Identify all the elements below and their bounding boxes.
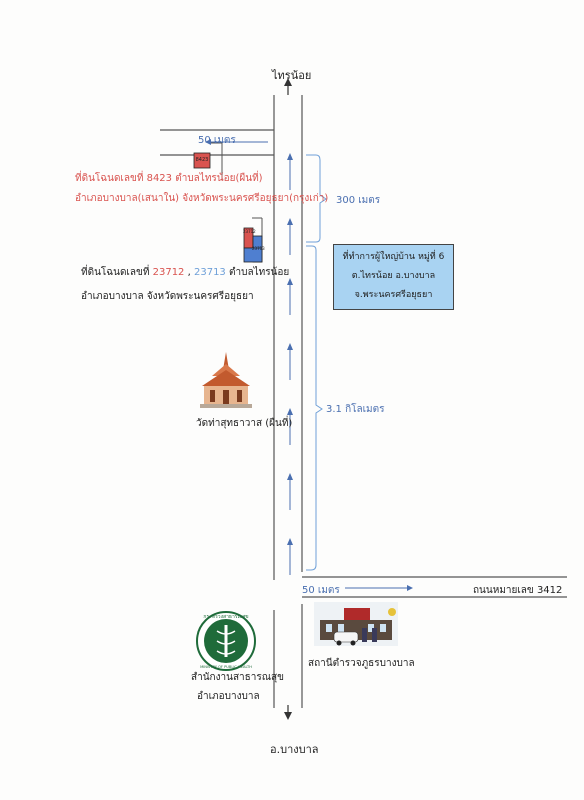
top-direction-label: ไทรน้อย — [272, 69, 312, 82]
upper-segment-distance: 300 เมตร — [336, 195, 381, 206]
parcel-2-prefix: ที่ดินโฉนดเลขที่ — [81, 267, 150, 278]
svg-text:กระทรวงสาธารณสุข: กระทรวงสาธารณสุข — [203, 614, 248, 620]
health-seal-icon: กระทรวงสาธารณสุข MINISTRY OF PUBLIC HEAL… — [196, 611, 256, 671]
temple-label: วัดท่าสุทธาวาส (ผืนที่) — [196, 418, 293, 429]
distance-brackets — [306, 154, 327, 571]
health-office-label-2: อำเภอบางบาล — [197, 691, 260, 702]
seal-text: MINISTRY OF PUBLIC HEALTH — [200, 665, 252, 669]
parcel-1-number: 8423 — [195, 157, 209, 163]
road-arrow-head-icon — [287, 473, 293, 480]
parcel-2-number-a: 23712 — [243, 229, 256, 234]
parcel-2-number-b-label: 23713 — [193, 267, 226, 278]
parcel-2-separator: , — [187, 267, 191, 278]
top-side-road-distance: 50 เมตร — [198, 135, 236, 146]
parcel-2-line-2: อำเภอบางบาล จังหวัดพระนครศรีอยุธยา — [81, 291, 254, 302]
bottom-side-road-distance: 50 เมตร — [302, 585, 340, 596]
road-arrow-head-icon — [287, 343, 293, 350]
parcel-8423-block[interactable] — [193, 152, 211, 169]
office-line-1: ที่ทำการผู้ใหญ่บ้าน หมู่ที่ 6 — [342, 252, 445, 262]
road-arrow-head-icon — [287, 408, 293, 415]
bottom-direction-label: อ.บางบาล — [270, 743, 319, 756]
parcel-2-number-a-label: 23712 — [152, 267, 185, 278]
temple-icon — [200, 352, 252, 408]
road-number-label: ถนนหมายเลข 3412 — [473, 585, 563, 596]
police-station-icon — [314, 602, 398, 646]
road-arrow-head-icon — [287, 218, 293, 225]
parcel-23712-23713-block[interactable] — [243, 227, 263, 263]
parcel-2-suffix: ตำบลไทรน้อย — [228, 267, 290, 278]
health-office-label-1: สำนักงานสาธารณสุข — [191, 672, 284, 683]
direction-arrows — [284, 78, 292, 720]
parcel-2-line-1: ที่ดินโฉนดเลขที่ 23712 , 23713 ตำบลไทรน้… — [81, 265, 289, 280]
road-arrow-head-icon — [287, 153, 293, 160]
office-line-2: ต.ไทรน้อย อ.บางบาล — [351, 271, 436, 281]
lower-segment-distance: 3.1 กิโลเมตร — [326, 404, 385, 415]
village-office-box[interactable]: ที่ทำการผู้ใหญ่บ้าน หมู่ที่ 6 ต.ไทรน้อย … — [333, 244, 454, 310]
road-arrow-head-icon — [287, 538, 293, 545]
main-road — [160, 95, 567, 708]
office-line-3: จ.พระนครศรีอยุธยา — [354, 290, 433, 300]
police-station-label: สถานีตำรวจภูธรบางบาล — [308, 658, 415, 669]
parcel-1-line-1: ที่ดินโฉนดเลขที่ 8423 ตำบลไทรน้อย(ผืนที่… — [75, 173, 263, 184]
parcel-1-line-2: อำเภอบางบาล(เสนาใน) จังหวัดพระนครศรีอยุธ… — [75, 193, 329, 204]
parcel-2-number-b: 23713 — [252, 246, 265, 251]
road-arrow-head-icon — [287, 278, 293, 285]
route-arrows — [287, 153, 293, 575]
side-road-arrows — [205, 139, 413, 591]
